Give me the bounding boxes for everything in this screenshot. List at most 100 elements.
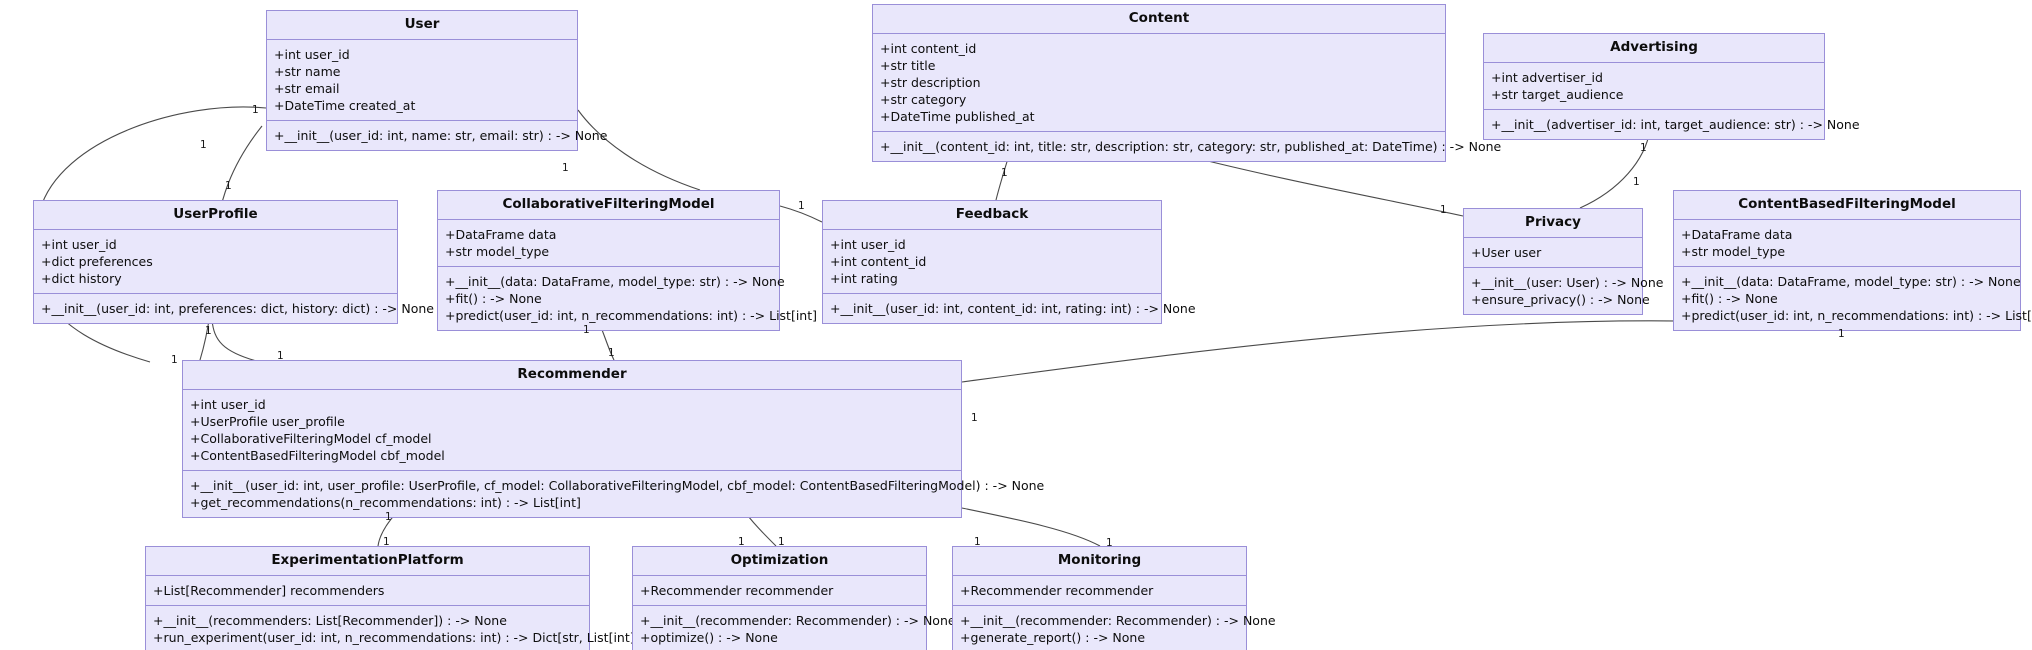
- uml-method-compartment-user: +__init__(user_id: int, name: str, email…: [267, 120, 607, 150]
- uml-attribute-compartment-content: +int content_id+str title+str descriptio…: [873, 33, 1445, 132]
- uml-attribute-compartment-cfmodel: +DataFrame data+str model_type: [438, 219, 779, 267]
- multiplicity-label: 1: [798, 200, 805, 212]
- uml-method: +__init__(recommender: Recommender) : ->…: [960, 612, 1276, 628]
- uml-method: +__init__(advertiser_id: int, target_aud…: [1491, 116, 1860, 132]
- multiplicity-label: 1: [1106, 537, 1113, 549]
- uml-attribute-compartment-feedback: +int user_id+int content_id+int rating: [823, 229, 1161, 294]
- uml-method: +__init__(content_id: int, title: str, d…: [880, 138, 1502, 154]
- uml-class-advertising[interactable]: Advertising+int advertiser_id+str target…: [1483, 33, 1860, 140]
- uml-attribute-compartment-privacy: +User user: [1464, 237, 1642, 268]
- uml-attribute: +DateTime created_at: [274, 97, 416, 113]
- uml-attribute: +int rating: [830, 270, 898, 286]
- uml-attribute: +int user_id: [274, 46, 350, 62]
- uml-attribute: +User user: [1471, 244, 1542, 260]
- uml-method: +__init__(recommenders: List[Recommender…: [153, 612, 507, 628]
- uml-method: +run_experiment(user_id: int, n_recommen…: [153, 629, 640, 645]
- uml-method-compartment-monitoring: +__init__(recommender: Recommender) : ->…: [953, 605, 1276, 650]
- uml-attribute: +ContentBasedFilteringModel cbf_model: [190, 447, 445, 463]
- uml-method: +ensure_privacy() : -> None: [1471, 291, 1650, 307]
- uml-method: +__init__(data: DataFrame, model_type: s…: [1681, 273, 2021, 289]
- multiplicity-label: 1: [171, 354, 178, 366]
- uml-method: +__init__(user_id: int, preferences: dic…: [41, 300, 434, 316]
- uml-method: +generate_report() : -> None: [960, 629, 1146, 645]
- uml-class-feedback[interactable]: Feedback+int user_id+int content_id+int …: [822, 200, 1196, 324]
- multiplicity-label: 1: [1838, 328, 1845, 340]
- uml-attribute: +int user_id: [830, 236, 906, 252]
- uml-method: +fit() : -> None: [445, 290, 542, 306]
- multiplicity-label: 1: [608, 347, 615, 359]
- uml-class-cbfmodel[interactable]: ContentBasedFilteringModel+DataFrame dat…: [1673, 190, 2032, 331]
- multiplicity-label: 1: [583, 324, 590, 336]
- uml-attribute-compartment-experimentation: +List[Recommender] recommenders: [146, 575, 589, 606]
- uml-method-compartment-recommender: +__init__(user_id: int, user_profile: Us…: [183, 470, 1045, 517]
- multiplicity-label: 1: [971, 412, 978, 424]
- uml-attribute-compartment-user: +int user_id+str name+str email+DateTime…: [267, 39, 577, 121]
- uml-class-monitoring[interactable]: Monitoring +Recommender recommender +__ini…: [952, 546, 1276, 650]
- uml-attribute: +DataFrame data: [1681, 226, 1793, 242]
- uml-attribute: +dict preferences: [41, 253, 153, 269]
- uml-attribute: +int user_id: [190, 396, 266, 412]
- uml-attribute: +str title: [880, 57, 936, 73]
- uml-class-optimization[interactable]: Optimization +Recommender recommender +__i…: [632, 546, 956, 650]
- uml-class-userprofile[interactable]: UserProfile+int user_id+dict preferences…: [33, 200, 434, 324]
- multiplicity-label: 1: [974, 536, 981, 548]
- uml-method-compartment-cbfmodel: +__init__(data: DataFrame, model_type: s…: [1674, 266, 2032, 330]
- uml-class-privacy[interactable]: Privacy+User user+__init__(user: User) :…: [1463, 208, 1663, 315]
- multiplicity-label: 1: [205, 325, 212, 337]
- uml-attribute: +int advertiser_id: [1491, 69, 1603, 85]
- uml-class-title-monitoring: Monitoring: [953, 547, 1246, 576]
- uml-method: +get_recommendations(n_recommendations: …: [190, 494, 581, 510]
- uml-class-title-cbfmodel: ContentBasedFilteringModel: [1674, 191, 2020, 220]
- uml-method-compartment-experimentation: +__init__(recommenders: List[Recommender…: [146, 605, 640, 650]
- uml-method: +predict(user_id: int, n_recommendations…: [1681, 307, 2032, 323]
- uml-method-compartment-advertising: +__init__(advertiser_id: int, target_aud…: [1484, 109, 1860, 139]
- multiplicity-label: 1: [1640, 142, 1647, 154]
- uml-attribute-compartment-userprofile: +int user_id+dict preferences+dict histo…: [34, 229, 397, 294]
- uml-method: +predict(user_id: int, n_recommendations…: [445, 307, 818, 323]
- multiplicity-label: 1: [778, 536, 785, 548]
- uml-attribute-compartment-cbfmodel: +DataFrame data+str model_type: [1674, 219, 2020, 267]
- uml-class-title-privacy: Privacy: [1464, 209, 1642, 238]
- uml-attribute: +str name: [274, 63, 341, 79]
- uml-class-title-content: Content: [873, 5, 1445, 34]
- uml-method: +__init__(data: DataFrame, model_type: s…: [445, 273, 785, 289]
- multiplicity-label: 1: [252, 104, 259, 116]
- uml-class-title-advertising: Advertising: [1484, 34, 1824, 63]
- multiplicity-label: 1: [1001, 167, 1008, 179]
- uml-attribute: +CollaborativeFilteringModel cf_model: [190, 430, 432, 446]
- uml-class-content[interactable]: Content+int content_id+str title+str des…: [872, 4, 1502, 162]
- uml-method-compartment-userprofile: +__init__(user_id: int, preferences: dic…: [34, 293, 434, 323]
- association-edge-recommender-monitoring: [961, 507, 1101, 547]
- uml-method: +__init__(user_id: int, user_profile: Us…: [190, 477, 1045, 493]
- uml-attribute: +int content_id: [830, 253, 927, 269]
- uml-class-user[interactable]: User+int user_id+str name+str email+Date…: [266, 10, 607, 151]
- multiplicity-label: 1: [562, 162, 569, 174]
- uml-attribute: +DataFrame data: [445, 226, 557, 242]
- uml-class-recommender[interactable]: Recommender+int user_id+UserProfile user…: [182, 360, 1045, 518]
- uml-method-compartment-content: +__init__(content_id: int, title: str, d…: [873, 131, 1502, 161]
- uml-method: +__init__(recommender: Recommender) : ->…: [640, 612, 956, 628]
- uml-class-title-feedback: Feedback: [823, 201, 1161, 230]
- multiplicity-label: 1: [738, 536, 745, 548]
- uml-method-compartment-feedback: +__init__(user_id: int, content_id: int,…: [823, 293, 1196, 323]
- uml-attribute: +UserProfile user_profile: [190, 413, 345, 429]
- uml-method: +fit() : -> None: [1681, 290, 1778, 306]
- uml-class-cfmodel[interactable]: CollaborativeFilteringModel+DataFrame da…: [437, 190, 818, 331]
- association-edge-content-privacy: [1171, 151, 1464, 217]
- uml-class-experimentation[interactable]: ExperimentationPlatform+List[Recommender…: [145, 546, 640, 650]
- multiplicity-label: 1: [200, 139, 207, 151]
- uml-attribute-compartment-monitoring: +Recommender recommender: [953, 575, 1246, 606]
- uml-method: +optimize() : -> None: [640, 629, 778, 645]
- association-edge-userprofile-recommender: [211, 319, 261, 363]
- uml-method: +__init__(user_id: int, content_id: int,…: [830, 300, 1196, 316]
- uml-attribute-compartment-advertising: +int advertiser_id+str target_audience: [1484, 62, 1824, 110]
- uml-attribute: +dict history: [41, 270, 122, 286]
- uml-method-compartment-optimization: +__init__(recommender: Recommender) : ->…: [633, 605, 956, 650]
- uml-attribute-compartment-recommender: +int user_id+UserProfile user_profile+Co…: [183, 389, 961, 471]
- uml-class-title-optimization: Optimization: [633, 547, 926, 576]
- uml-class-title-user: User: [267, 11, 577, 40]
- uml-attribute: +Recommender recommender: [640, 582, 834, 598]
- uml-attribute: +Recommender recommender: [960, 582, 1154, 598]
- multiplicity-label: 1: [1440, 204, 1447, 216]
- uml-class-title-userprofile: UserProfile: [34, 201, 397, 230]
